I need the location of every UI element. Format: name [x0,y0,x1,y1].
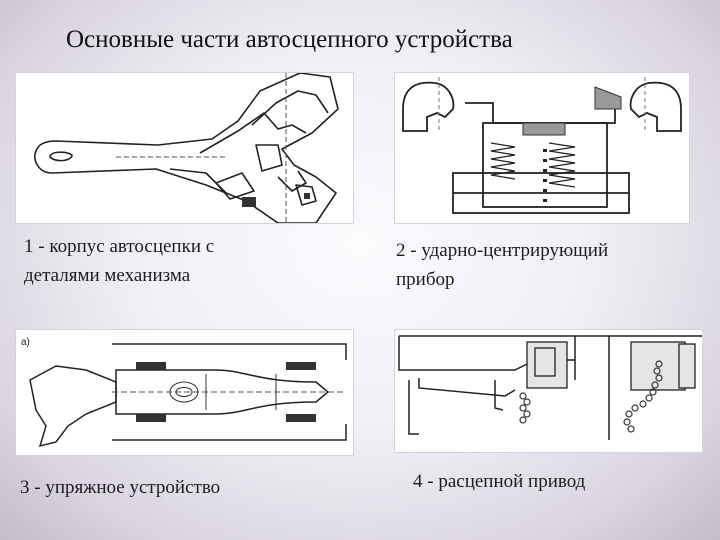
caption-line: деталями механизма [24,265,191,286]
uncoupling-drive-drawing [395,330,702,452]
caption-coupler-body: 1 - корпус автосцепки с деталями механиз… [24,232,214,290]
draft-gear-drawing: а) [16,330,353,455]
caption-line: 3 - упряжное устройство [20,477,221,498]
coupler-body-drawing [16,73,353,223]
coupler-body-illustration [34,73,339,223]
caption-centering-device: 2 - ударно-центрирующий прибор [396,236,608,294]
centering-device-illustration [402,77,682,214]
draft-gear-illustration: а) [21,337,347,448]
centering-device-drawing [395,73,689,223]
caption-line: прибор [396,269,455,290]
caption-line: 2 - ударно-центрирующий [396,240,609,261]
figure-label: а) [21,337,30,348]
uncoupling-drive-illustration [398,335,702,440]
caption-uncoupling-drive: 4 - расцепной привод [413,467,585,496]
slide-title: Основные части автосцепного устройства [66,26,513,53]
caption-draft-gear: 3 - упряжное устройство [20,473,220,502]
caption-line: 4 - расцепной привод [413,471,586,492]
caption-line: 1 - корпус автосцепки с [24,236,215,257]
